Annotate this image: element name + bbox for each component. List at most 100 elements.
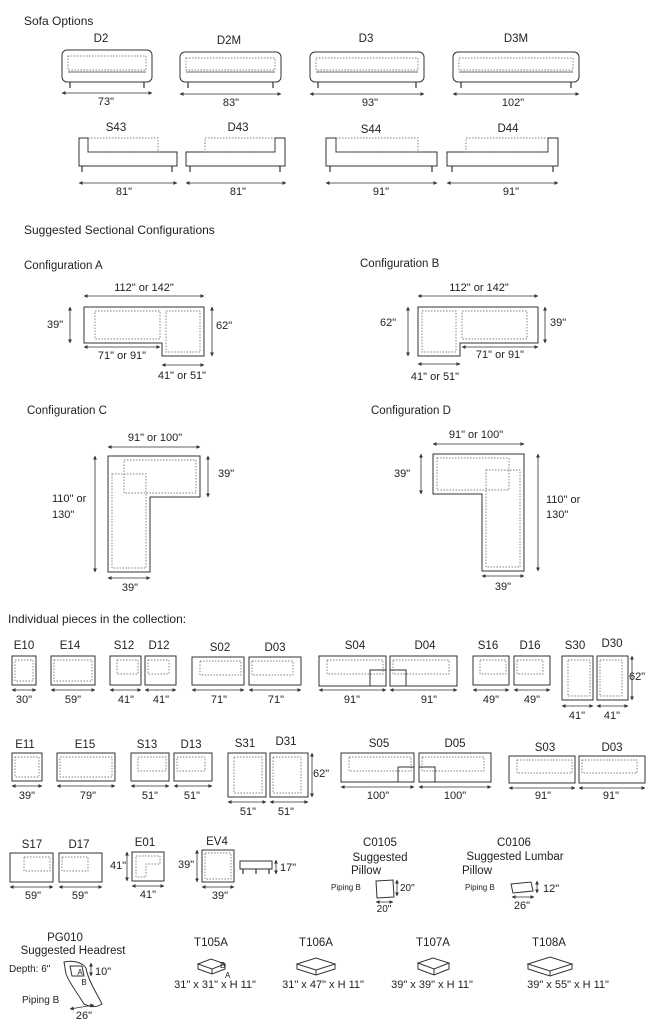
piece-code: D03 [264, 642, 285, 654]
piece-t106a: T106A 31" x 47" x H 11" [282, 937, 364, 991]
piece-desc-2: Pillow [462, 865, 493, 877]
piece-dim-w: 26" [76, 1010, 92, 1022]
piece-dim: 59" [25, 890, 41, 902]
piece-c0105: C0105 Suggested Pillow Piping B 20" 20" [331, 837, 415, 915]
sofa-d43: D43 81" [185, 122, 287, 198]
piece-d05: D05 100" [418, 738, 492, 802]
piece-code: C0106 [497, 837, 531, 849]
piece-s13: S13 51" [130, 739, 170, 802]
config-left: 39" [47, 319, 63, 331]
piece-code: S02 [210, 642, 230, 654]
config-bottom-right: 71" or 91" [476, 349, 524, 361]
piece-dim: 91" [535, 790, 551, 802]
piece-dim: 41" [153, 694, 169, 706]
piece-dim: 91" [603, 790, 619, 802]
piece-desc-1: Suggested Headrest [21, 945, 127, 957]
sofa-code: D2 [94, 33, 109, 45]
piece-code: E14 [60, 640, 81, 652]
piece-desc-1: Suggested Lumbar [466, 851, 563, 863]
sofa-d3m: D3M 102" [452, 33, 580, 109]
piece-d12: D12 41" [144, 640, 177, 706]
config-title: Configuration B [360, 258, 440, 270]
piece-d31: D31 51" 62" [269, 736, 329, 818]
sofa-dim: 81" [230, 186, 246, 198]
config-width: 91" or 100" [449, 429, 503, 441]
piece-dim-w: 20" [377, 904, 392, 915]
pieces-row-2: E11 39" E15 79" S13 51" D13 51" S31 [11, 736, 646, 818]
piece-dim: 41" [140, 889, 156, 901]
piece-side-dim: 62" [313, 768, 329, 780]
sofa-dim: 91" [373, 186, 389, 198]
piece-s31: S31 51" [227, 738, 267, 818]
piece-dim: 41" [118, 694, 134, 706]
config-height-2: 130" [546, 509, 568, 521]
table-dim: 39" x 55" x H 11" [527, 979, 609, 991]
pieces-row-1: E10 30" E14 59" S12 41" D12 41" S02 [11, 638, 645, 722]
piece-code: S31 [235, 738, 255, 750]
piece-s17: S17 59" [9, 839, 54, 902]
piece-code: T105A [194, 937, 228, 949]
config-bottom-right: 41" or 51" [158, 370, 206, 382]
piece-s12: S12 41" [109, 640, 142, 706]
piece-dim: 59" [65, 694, 81, 706]
sofa-s44: S44 91" [325, 124, 438, 198]
piece-code: D17 [68, 839, 89, 851]
piece-e14: E14 59" [50, 640, 96, 706]
piece-dim-h: 10" [95, 966, 111, 978]
piece-code: S12 [114, 640, 134, 652]
piece-pg010: PG010 Suggested Headrest Depth: 6" A B 1… [9, 932, 126, 1022]
configuration-c: Configuration C 91" or 100" 39" 110" or … [27, 405, 234, 594]
piece-e01: E01 41" 41" [110, 837, 165, 901]
piece-t105a: T105A B A 31" x 31" x H 11" [174, 937, 256, 991]
config-width: 91" or 100" [128, 432, 182, 444]
pieces-row-3: S17 59" D17 59" E01 41" 41" EV4 39" 39" [9, 836, 564, 915]
sofa-code: S44 [361, 124, 382, 136]
piece-dim: 79" [80, 790, 96, 802]
piece-d04: D04 91" [389, 640, 458, 706]
piece-e11: E11 39" [11, 739, 43, 802]
table-dim: 31" x 47" x H 11" [282, 979, 364, 991]
piece-mark-b: B [81, 978, 86, 987]
piece-code: S30 [565, 640, 585, 652]
sofa-dim: 93" [362, 97, 378, 109]
piece-dim: 41" [604, 710, 620, 722]
individual-pieces-heading: Individual pieces in the collection: [8, 612, 186, 626]
piece-code: S13 [137, 739, 157, 751]
config-height-1: 110" or [546, 494, 581, 506]
piece-dim-h: 12" [543, 883, 559, 895]
piece-d16: D16 49" [513, 640, 551, 706]
piece-code: S04 [345, 640, 366, 652]
sofa-code: D44 [497, 123, 519, 135]
piece-side-dim: 62" [629, 671, 645, 683]
piece-dim: 30" [16, 694, 32, 706]
piece-c0106: C0106 Suggested Lumbar Pillow Piping B 1… [462, 837, 564, 912]
configuration-a: Configuration A 112" or 142" 39" 62" 71"… [24, 260, 232, 382]
config-title: Configuration C [27, 405, 107, 417]
piece-s02: S02 71" [191, 642, 245, 706]
sofa-dim: 91" [503, 186, 519, 198]
sofa-code: D3M [504, 33, 528, 45]
piece-dim: 49" [524, 694, 540, 706]
piece-dim: 91" [344, 694, 360, 706]
piece-t107a: T107A 39" x 39" x H 11" [391, 937, 473, 991]
piece-code: S05 [369, 738, 389, 750]
pieces-row-4: PG010 Suggested Headrest Depth: 6" A B 1… [9, 932, 609, 1022]
piece-e10: E10 30" [11, 640, 37, 706]
piece-side-dim-2: 17" [280, 862, 296, 874]
piece-code: D13 [180, 739, 201, 751]
piece-dim: 39" [19, 790, 35, 802]
piece-mark-a: A [77, 968, 83, 977]
piece-dim: 51" [278, 806, 294, 818]
piece-code: D05 [444, 738, 465, 750]
piece-code: D12 [148, 640, 169, 652]
piece-d03-a: D03 71" [248, 642, 302, 706]
piece-d17: D17 59" [58, 839, 103, 902]
piece-desc-1: Suggested [353, 852, 408, 864]
config-right: 39" [550, 317, 566, 329]
sofa-d3: D3 93" [309, 33, 425, 109]
piece-dim: 100" [444, 790, 466, 802]
piece-code: T108A [532, 937, 566, 949]
piece-code: S17 [22, 839, 42, 851]
piece-code: EV4 [206, 836, 228, 848]
piece-s16: S16 49" [472, 640, 510, 706]
